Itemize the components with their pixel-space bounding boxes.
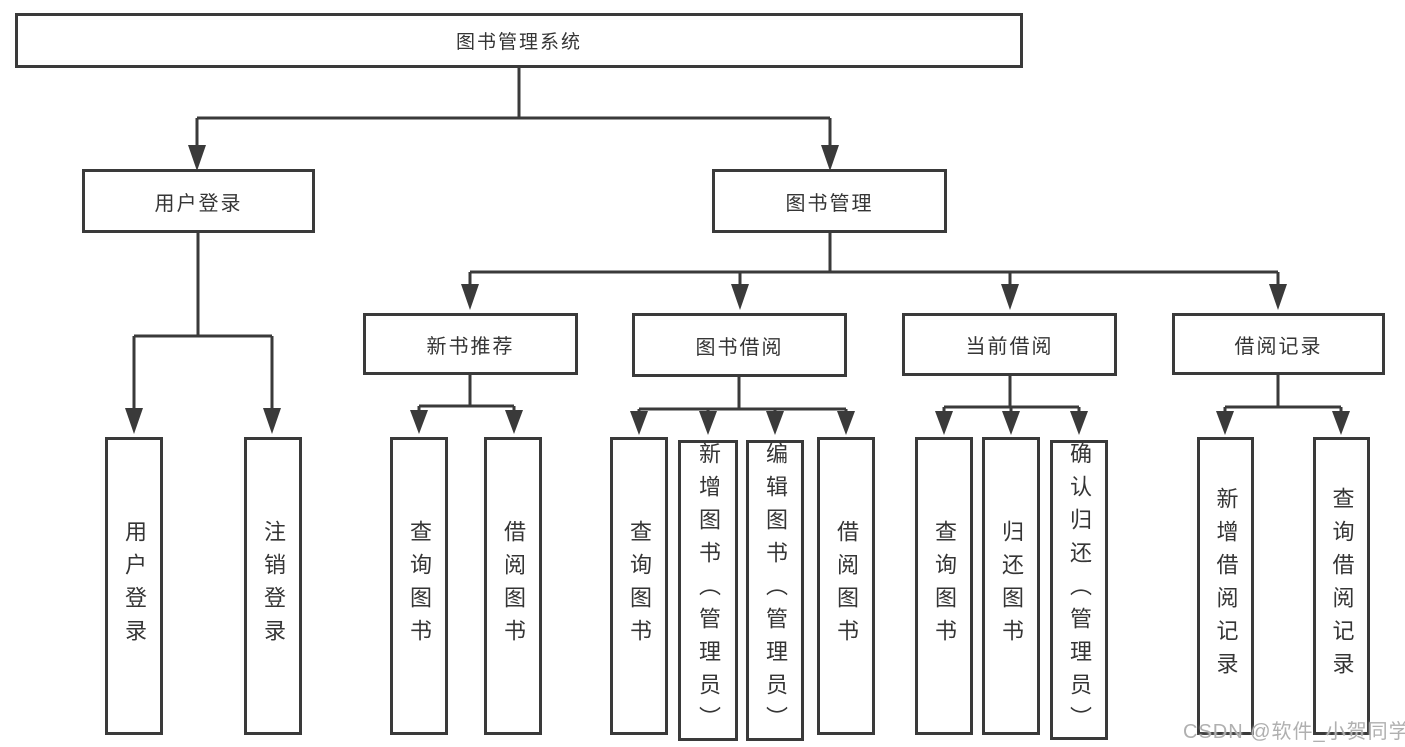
leaf-query-record: 查询借阅记录 <box>1313 437 1370 735</box>
watermark: CSDN @软件_小贺同学 <box>1183 721 1405 743</box>
leaf-query-book-2-label: 查询图书 <box>627 520 652 652</box>
leaf-confirm-return: 确认归还（管理员） <box>1050 440 1108 740</box>
node-book-borrow-label: 图书借阅 <box>695 336 784 359</box>
leaf-edit-book-label: 编辑图书（管理员） <box>763 442 788 739</box>
leaf-logout-label: 注销登录 <box>261 520 286 652</box>
leaf-user-login: 用户登录 <box>105 437 163 735</box>
leaf-borrow-book-1: 借阅图书 <box>484 437 542 735</box>
node-book-mgmt: 图书管理 <box>712 169 947 233</box>
leaf-add-record: 新增借阅记录 <box>1197 437 1254 735</box>
node-user-login: 用户登录 <box>82 169 315 233</box>
connector-book-borrow-children <box>630 377 855 435</box>
node-root: 图书管理系统 <box>15 13 1023 68</box>
leaf-query-record-label: 查询借阅记录 <box>1329 487 1355 685</box>
node-current-borrow-label: 当前借阅 <box>965 336 1054 358</box>
leaf-confirm-return-label: 确认归还（管理员） <box>1067 441 1092 739</box>
leaf-borrow-book-2: 借阅图书 <box>817 437 875 735</box>
node-borrow-record: 借阅记录 <box>1172 313 1385 375</box>
node-book-borrow: 图书借阅 <box>632 313 847 377</box>
node-root-label: 图书管理系统 <box>455 32 582 53</box>
node-current-borrow: 当前借阅 <box>902 313 1117 376</box>
leaf-return-book: 归还图书 <box>982 437 1040 735</box>
connector-borrow-record-children <box>1216 375 1350 435</box>
leaf-add-book: 新增图书（管理员） <box>678 440 738 741</box>
node-borrow-record-label: 借阅记录 <box>1234 335 1323 358</box>
leaf-query-book-1-label: 查询图书 <box>407 520 432 652</box>
node-book-mgmt-label: 图书管理 <box>785 192 874 215</box>
leaf-add-record-label: 新增借阅记录 <box>1213 487 1239 685</box>
leaf-borrow-book-1-label: 借阅图书 <box>501 520 526 652</box>
connector-new-book-rec-children <box>410 375 523 434</box>
node-user-login-label: 用户登录 <box>154 192 243 215</box>
node-new-book-rec: 新书推荐 <box>363 313 578 375</box>
leaf-return-book-label: 归还图书 <box>999 520 1024 652</box>
connector-user-login-children <box>125 233 281 434</box>
connector-root-to-level2 <box>188 66 839 171</box>
connector-current-borrow-children <box>935 376 1088 435</box>
leaf-edit-book: 编辑图书（管理员） <box>746 440 804 741</box>
leaf-query-book-3: 查询图书 <box>915 437 973 735</box>
leaf-query-book-3-label: 查询图书 <box>932 520 957 652</box>
leaf-query-book-1: 查询图书 <box>390 437 448 735</box>
leaf-user-login-label: 用户登录 <box>122 520 147 652</box>
connector-book-mgmt-children <box>461 233 1287 310</box>
leaf-logout: 注销登录 <box>244 437 302 735</box>
leaf-add-book-label: 新增图书（管理员） <box>696 442 721 739</box>
leaf-borrow-book-2-label: 借阅图书 <box>834 520 859 652</box>
node-new-book-rec-label: 新书推荐 <box>426 335 515 358</box>
leaf-query-book-2: 查询图书 <box>610 437 668 735</box>
